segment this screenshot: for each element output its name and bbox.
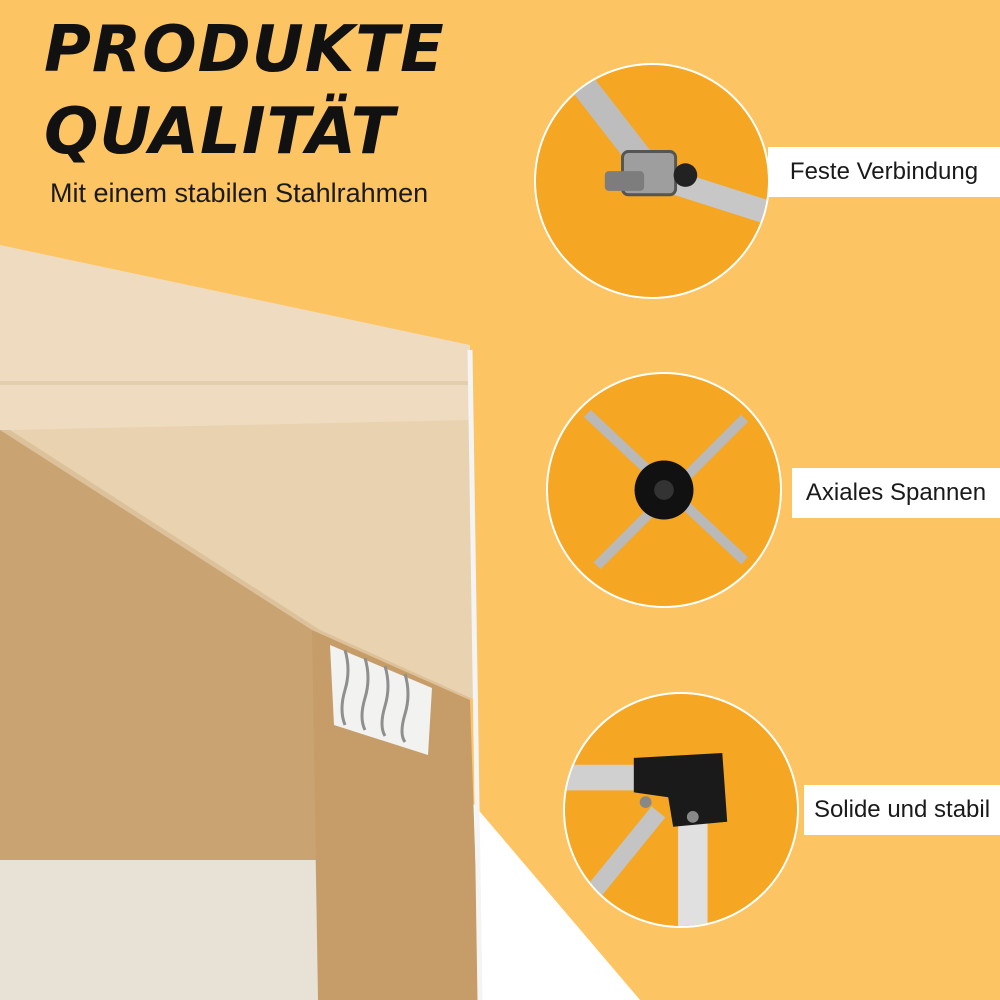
feature-2-detail-image (546, 372, 782, 608)
corner-bracket-joint-icon (565, 694, 797, 926)
subheadline: Mit einem stabilen Stahlrahmen (50, 178, 429, 208)
feature-3-label: Solide und stabil (804, 785, 1000, 835)
feature-1-label: Feste Verbindung (768, 147, 1000, 197)
cross-hub-joint-icon (548, 374, 780, 606)
headline-line-1: PRODUKTE (44, 13, 445, 87)
feature-2-label: Axiales Spannen (792, 468, 1000, 518)
feature-1-detail-image (534, 63, 770, 299)
headline-line-2: QUALITÄT (44, 95, 396, 169)
feature-3-detail-image (563, 692, 799, 928)
pole-clamp-connector-icon (536, 65, 768, 297)
